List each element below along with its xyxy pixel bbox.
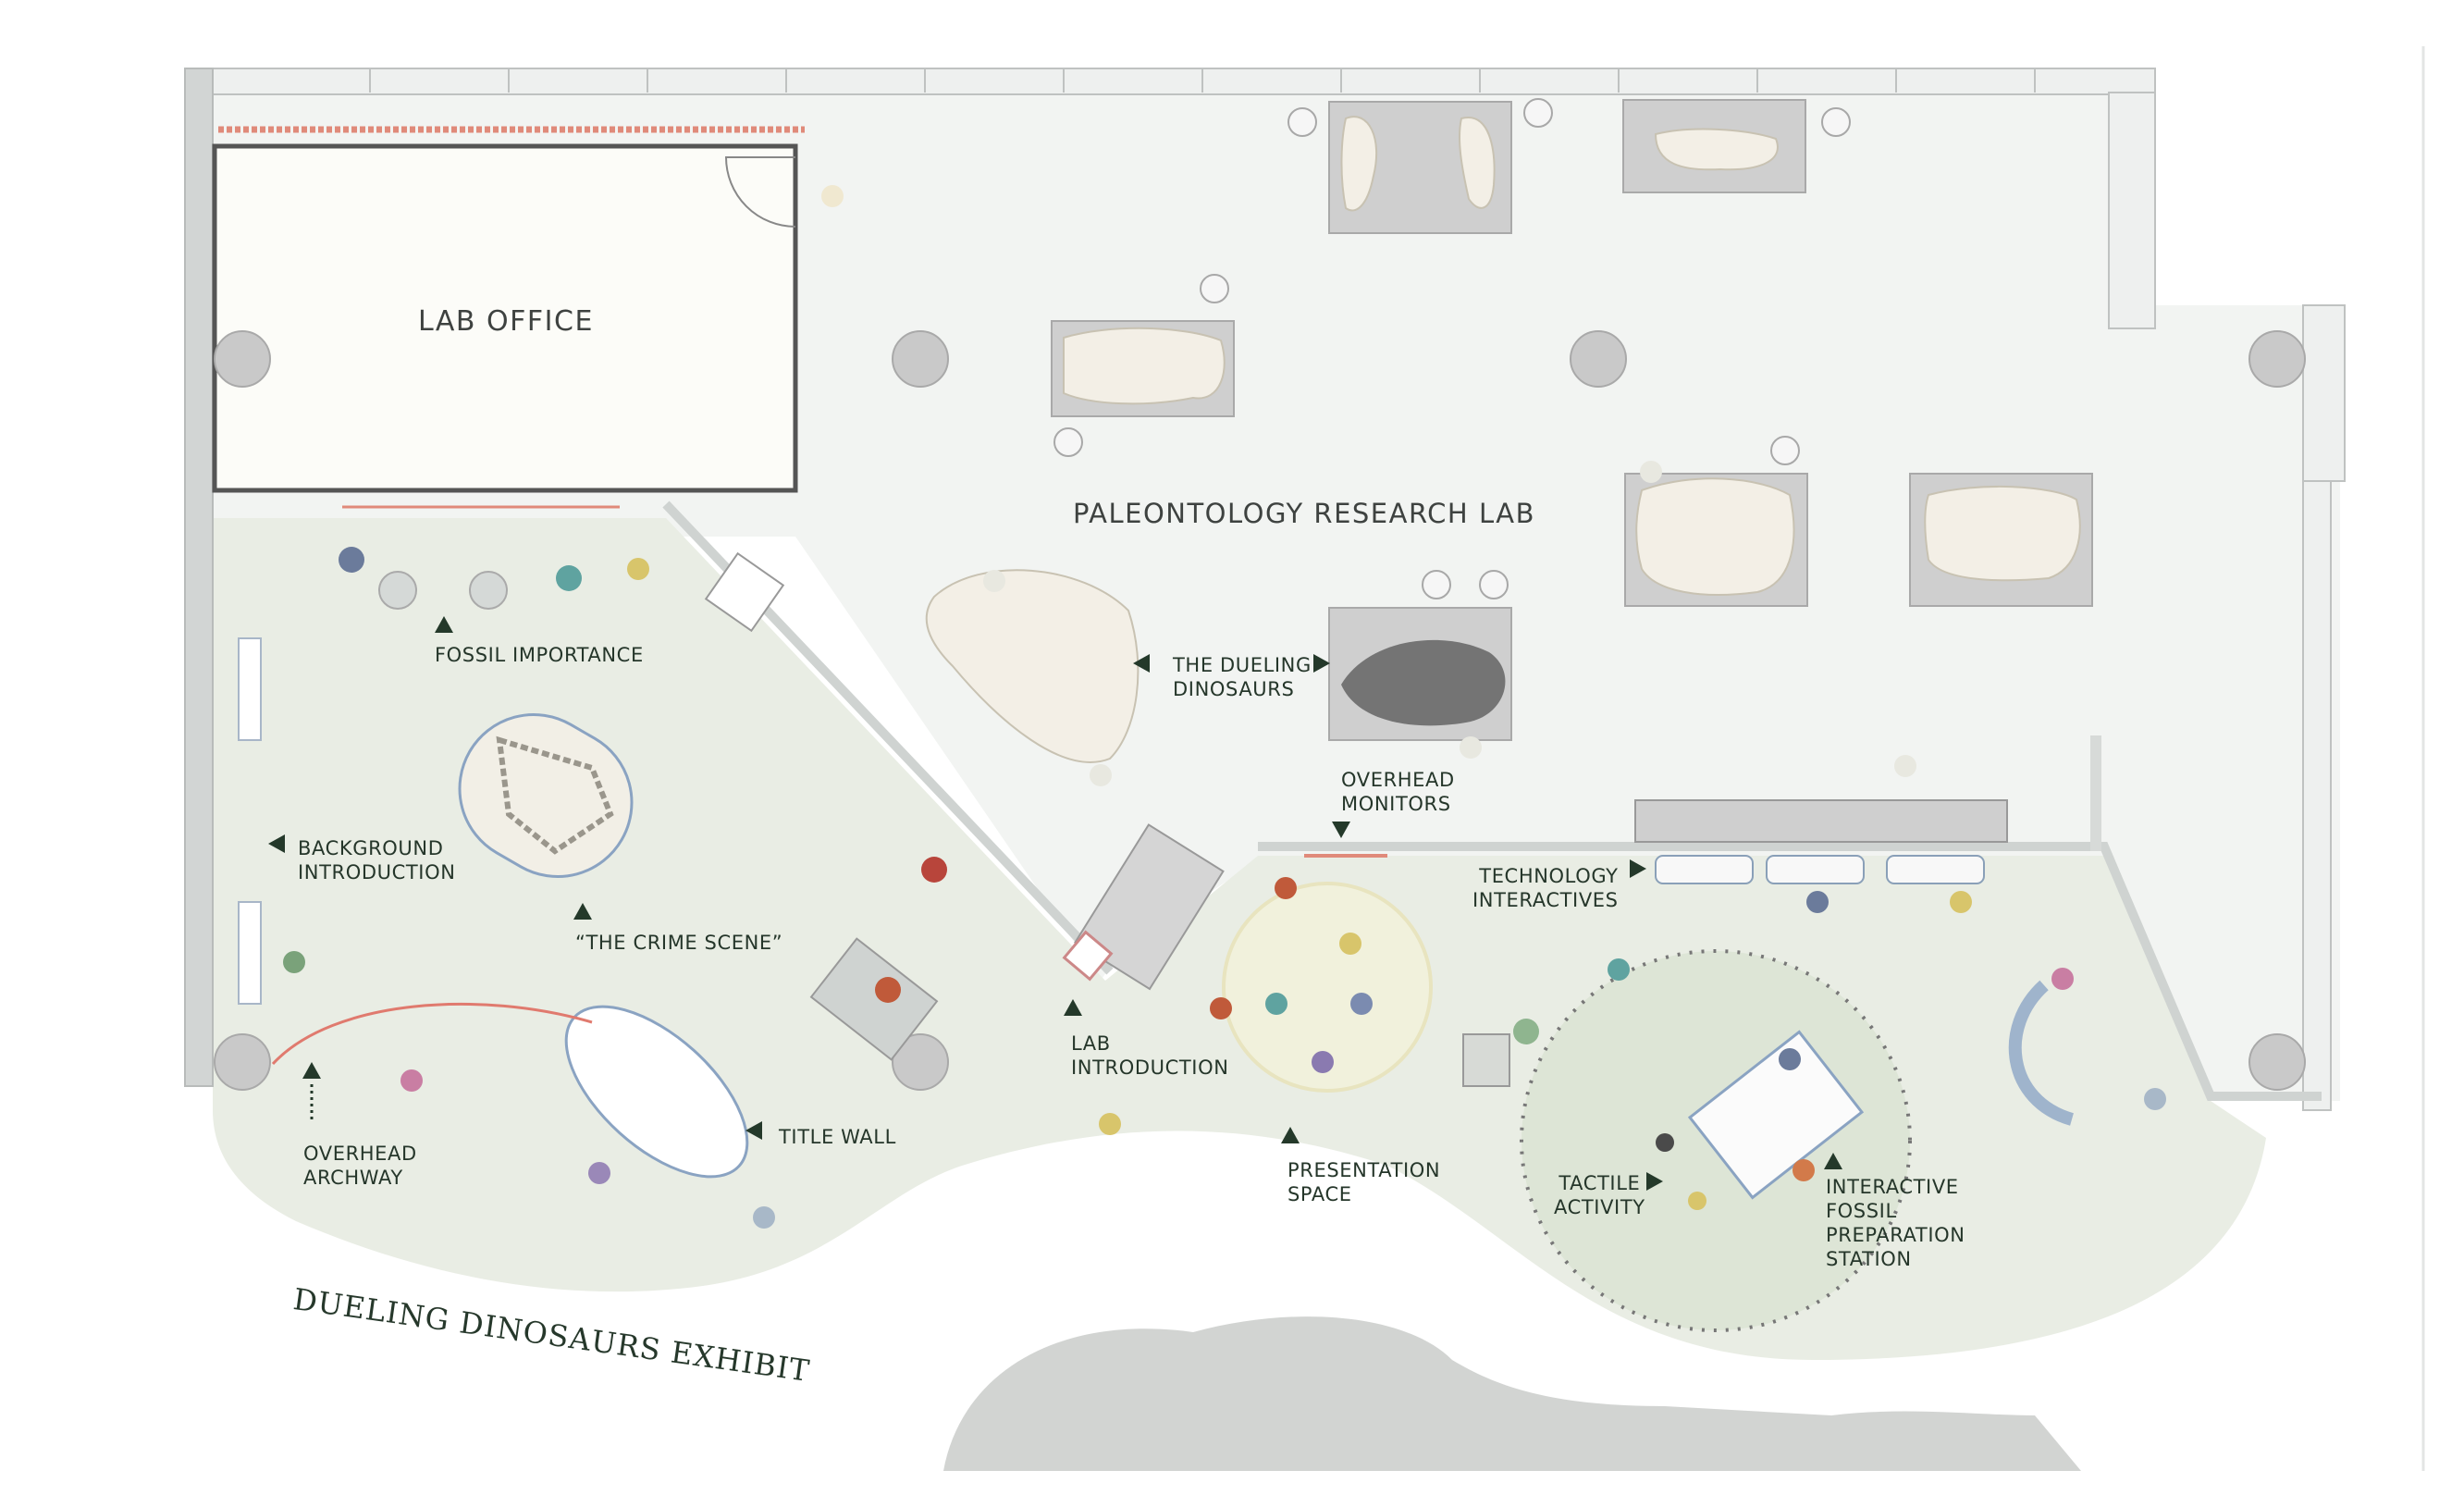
marker-title-wall: [745, 1121, 762, 1140]
east-wall: [2302, 304, 2346, 482]
stools: [1053, 98, 1851, 599]
label-dueling-dinosaurs: THE DUELING DINOSAURS: [1173, 654, 1312, 700]
marker-lab-intro: [1064, 999, 1082, 1016]
label-background-introduction: BACKGROUND INTRODUCTION: [298, 837, 456, 883]
label-lab-introduction: LAB INTRODUCTION: [1071, 1032, 1229, 1079]
east-wall-upper: [2108, 92, 2156, 329]
crime-scene-case: [458, 713, 634, 878]
presentation-space-area: [1222, 882, 1433, 1093]
marker-prep-station: [1824, 1153, 1842, 1169]
background-panel-1: [238, 637, 262, 741]
tactile-bench: [1462, 1033, 1510, 1087]
east-wall-lower: [2302, 480, 2332, 1111]
marker-dueling-left: [1133, 654, 1150, 673]
label-fossil-importance: FOSSIL IMPORTANCE: [435, 644, 644, 666]
skull-fossil: [1341, 639, 1506, 726]
fossil-bones: [925, 116, 2081, 763]
marker-overhead-monitors: [1332, 822, 1350, 838]
lab-exhibit-partition: [1258, 842, 2322, 1101]
curved-bench: [2008, 980, 2075, 1126]
window-mullions: [369, 68, 2036, 93]
background-panel-2: [238, 901, 262, 1005]
label-fossil-prep-station: INTERACTIVE FOSSIL PREPARATION STATION: [1826, 1176, 1965, 1270]
prep-station-table: [1687, 1030, 1865, 1200]
tech-stations: [1655, 855, 1985, 884]
label-crime-scene: “THE CRIME SCENE”: [575, 932, 783, 954]
label-overhead-monitors: OVERHEAD MONITORS: [1341, 769, 1455, 815]
marker-tech-interactives: [1630, 859, 1646, 878]
fossil-stool-2: [469, 571, 508, 610]
north-wall: [184, 68, 2156, 95]
overhead-archway-curve: [271, 1002, 593, 1066]
label-markers: [268, 616, 1842, 1191]
lab-counter: [1634, 799, 2008, 843]
marker-crime-scene: [573, 903, 592, 920]
fossil-importance-kiosk: [704, 551, 785, 633]
label-presentation-space: PRESENTATION SPACE: [1287, 1159, 1441, 1205]
marker-dueling-right: [1313, 654, 1330, 673]
office-door: [724, 156, 796, 228]
research-lab-label: PALEONTOLOGY RESEARCH LAB: [1073, 498, 1535, 529]
visitors: [283, 185, 2166, 1229]
marker-presentation: [1281, 1127, 1300, 1143]
lab-office-room: [212, 143, 798, 493]
marker-background-intro: [268, 834, 285, 853]
columns: [214, 330, 2306, 1091]
label-overhead-archway: OVERHEAD ARCHWAY: [303, 1143, 417, 1189]
label-title-wall: TITLE WALL: [779, 1126, 896, 1148]
lab-intro-panel: [1062, 930, 1114, 982]
label-tactile-activity: TACTILE ACTIVITY: [1554, 1172, 1645, 1218]
lab-office-label: LAB OFFICE: [418, 305, 594, 338]
lab-intro-kiosk: [1074, 823, 1225, 991]
dinosaur-silhouette: [943, 1316, 2081, 1471]
marker-fossil-importance: [435, 616, 453, 633]
label-technology-interactives: TECHNOLOGY INTERACTIVES: [1472, 865, 1619, 911]
fossil-stool-1: [378, 571, 417, 610]
marker-tactile: [1646, 1172, 1663, 1191]
bench: [809, 937, 939, 1061]
marker-overhead-archway: [302, 1062, 321, 1079]
crime-scene-skeleton: [496, 735, 614, 855]
west-wall: [184, 68, 214, 1087]
partition-pier: [2090, 735, 2101, 851]
